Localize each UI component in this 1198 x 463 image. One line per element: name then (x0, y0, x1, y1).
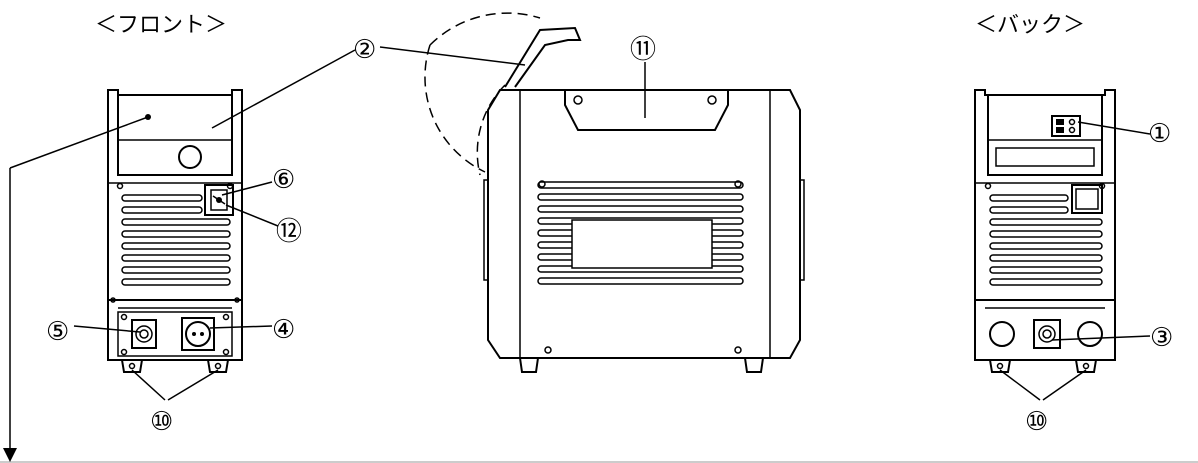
callout-2: ② (353, 35, 376, 65)
back-view (974, 89, 1116, 373)
side-louvres (537, 181, 744, 285)
callout-5: ⑤ (46, 317, 69, 347)
callout-11: ⑪ (630, 35, 656, 65)
callout-3: ③ (1150, 323, 1173, 353)
callout-10-front: ⑩ (150, 407, 173, 437)
callout-10-back: ⑩ (1025, 407, 1048, 437)
callout-4: ④ (272, 315, 295, 345)
side-view (424, 12, 805, 373)
back-louvres (989, 194, 1103, 286)
front-louvres (121, 194, 231, 286)
front-view-heading: ＜フロント＞ (95, 13, 227, 38)
callout-6: ⑥ (272, 165, 295, 195)
leader-lines (3, 46, 1151, 462)
callout-1: ① (1148, 119, 1171, 149)
front-view (107, 89, 243, 373)
callout-12: ⑫ (276, 217, 302, 247)
back-view-heading: ＜バック＞ (975, 13, 1085, 38)
